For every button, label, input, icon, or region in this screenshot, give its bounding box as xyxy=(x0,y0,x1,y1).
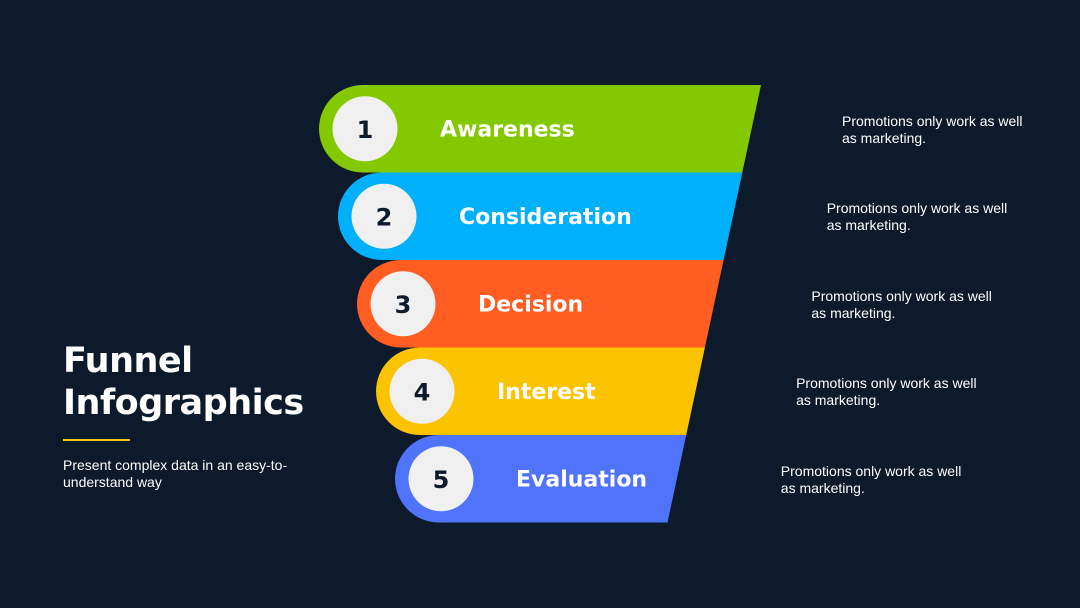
stage-number-badge xyxy=(351,183,417,249)
stage-label: Consideration xyxy=(459,205,632,230)
stage-number-badge xyxy=(408,446,474,512)
funnel-band-decision xyxy=(357,260,724,348)
stage-description-consideration: Promotions only work as well as marketin… xyxy=(826,200,1008,234)
funnel-band-awareness xyxy=(319,85,761,173)
funnel-band-interest xyxy=(376,347,705,435)
funnel-stage-decision: 3 Decision xyxy=(357,260,724,348)
title-line-2: Infographics xyxy=(63,383,304,423)
stage-number: 3 xyxy=(395,291,412,319)
title-line-1: Funnel xyxy=(63,341,193,381)
stage-number: 1 xyxy=(357,116,374,144)
funnel-stage-consideration: 2 Consideration xyxy=(337,172,743,260)
stage-description-evaluation: Promotions only work as well as marketin… xyxy=(780,462,962,496)
stage-number-badge xyxy=(389,358,455,424)
funnel-band-consideration xyxy=(337,172,743,260)
slide-title: Funnel Infographics xyxy=(63,340,343,424)
funnel-stage-interest: 4 Interest xyxy=(376,347,705,435)
funnel-stage-evaluation: 5 Evaluation xyxy=(395,435,687,523)
stage-number: 5 xyxy=(433,466,450,494)
stage-number: 2 xyxy=(376,203,393,231)
stage-description-awareness: Promotions only work as well as marketin… xyxy=(842,112,1023,146)
funnel-stage-awareness: 1 Awareness xyxy=(319,85,761,173)
stage-number: 4 xyxy=(414,378,431,406)
slide-subtitle: Present complex data in an easy-to-under… xyxy=(63,457,288,490)
funnel-band-evaluation xyxy=(395,435,687,523)
stage-number-badge xyxy=(370,271,436,337)
stage-label: Decision xyxy=(478,292,583,317)
stage-number-badge xyxy=(332,96,398,162)
stage-description-decision: Promotions only work as well as marketin… xyxy=(811,287,992,321)
stage-label: Awareness xyxy=(440,117,575,142)
stage-description-interest: Promotions only work as well as marketin… xyxy=(796,375,977,409)
stage-label: Evaluation xyxy=(516,467,647,492)
title-accent-divider xyxy=(63,439,130,441)
stage-label: Interest xyxy=(497,380,596,405)
